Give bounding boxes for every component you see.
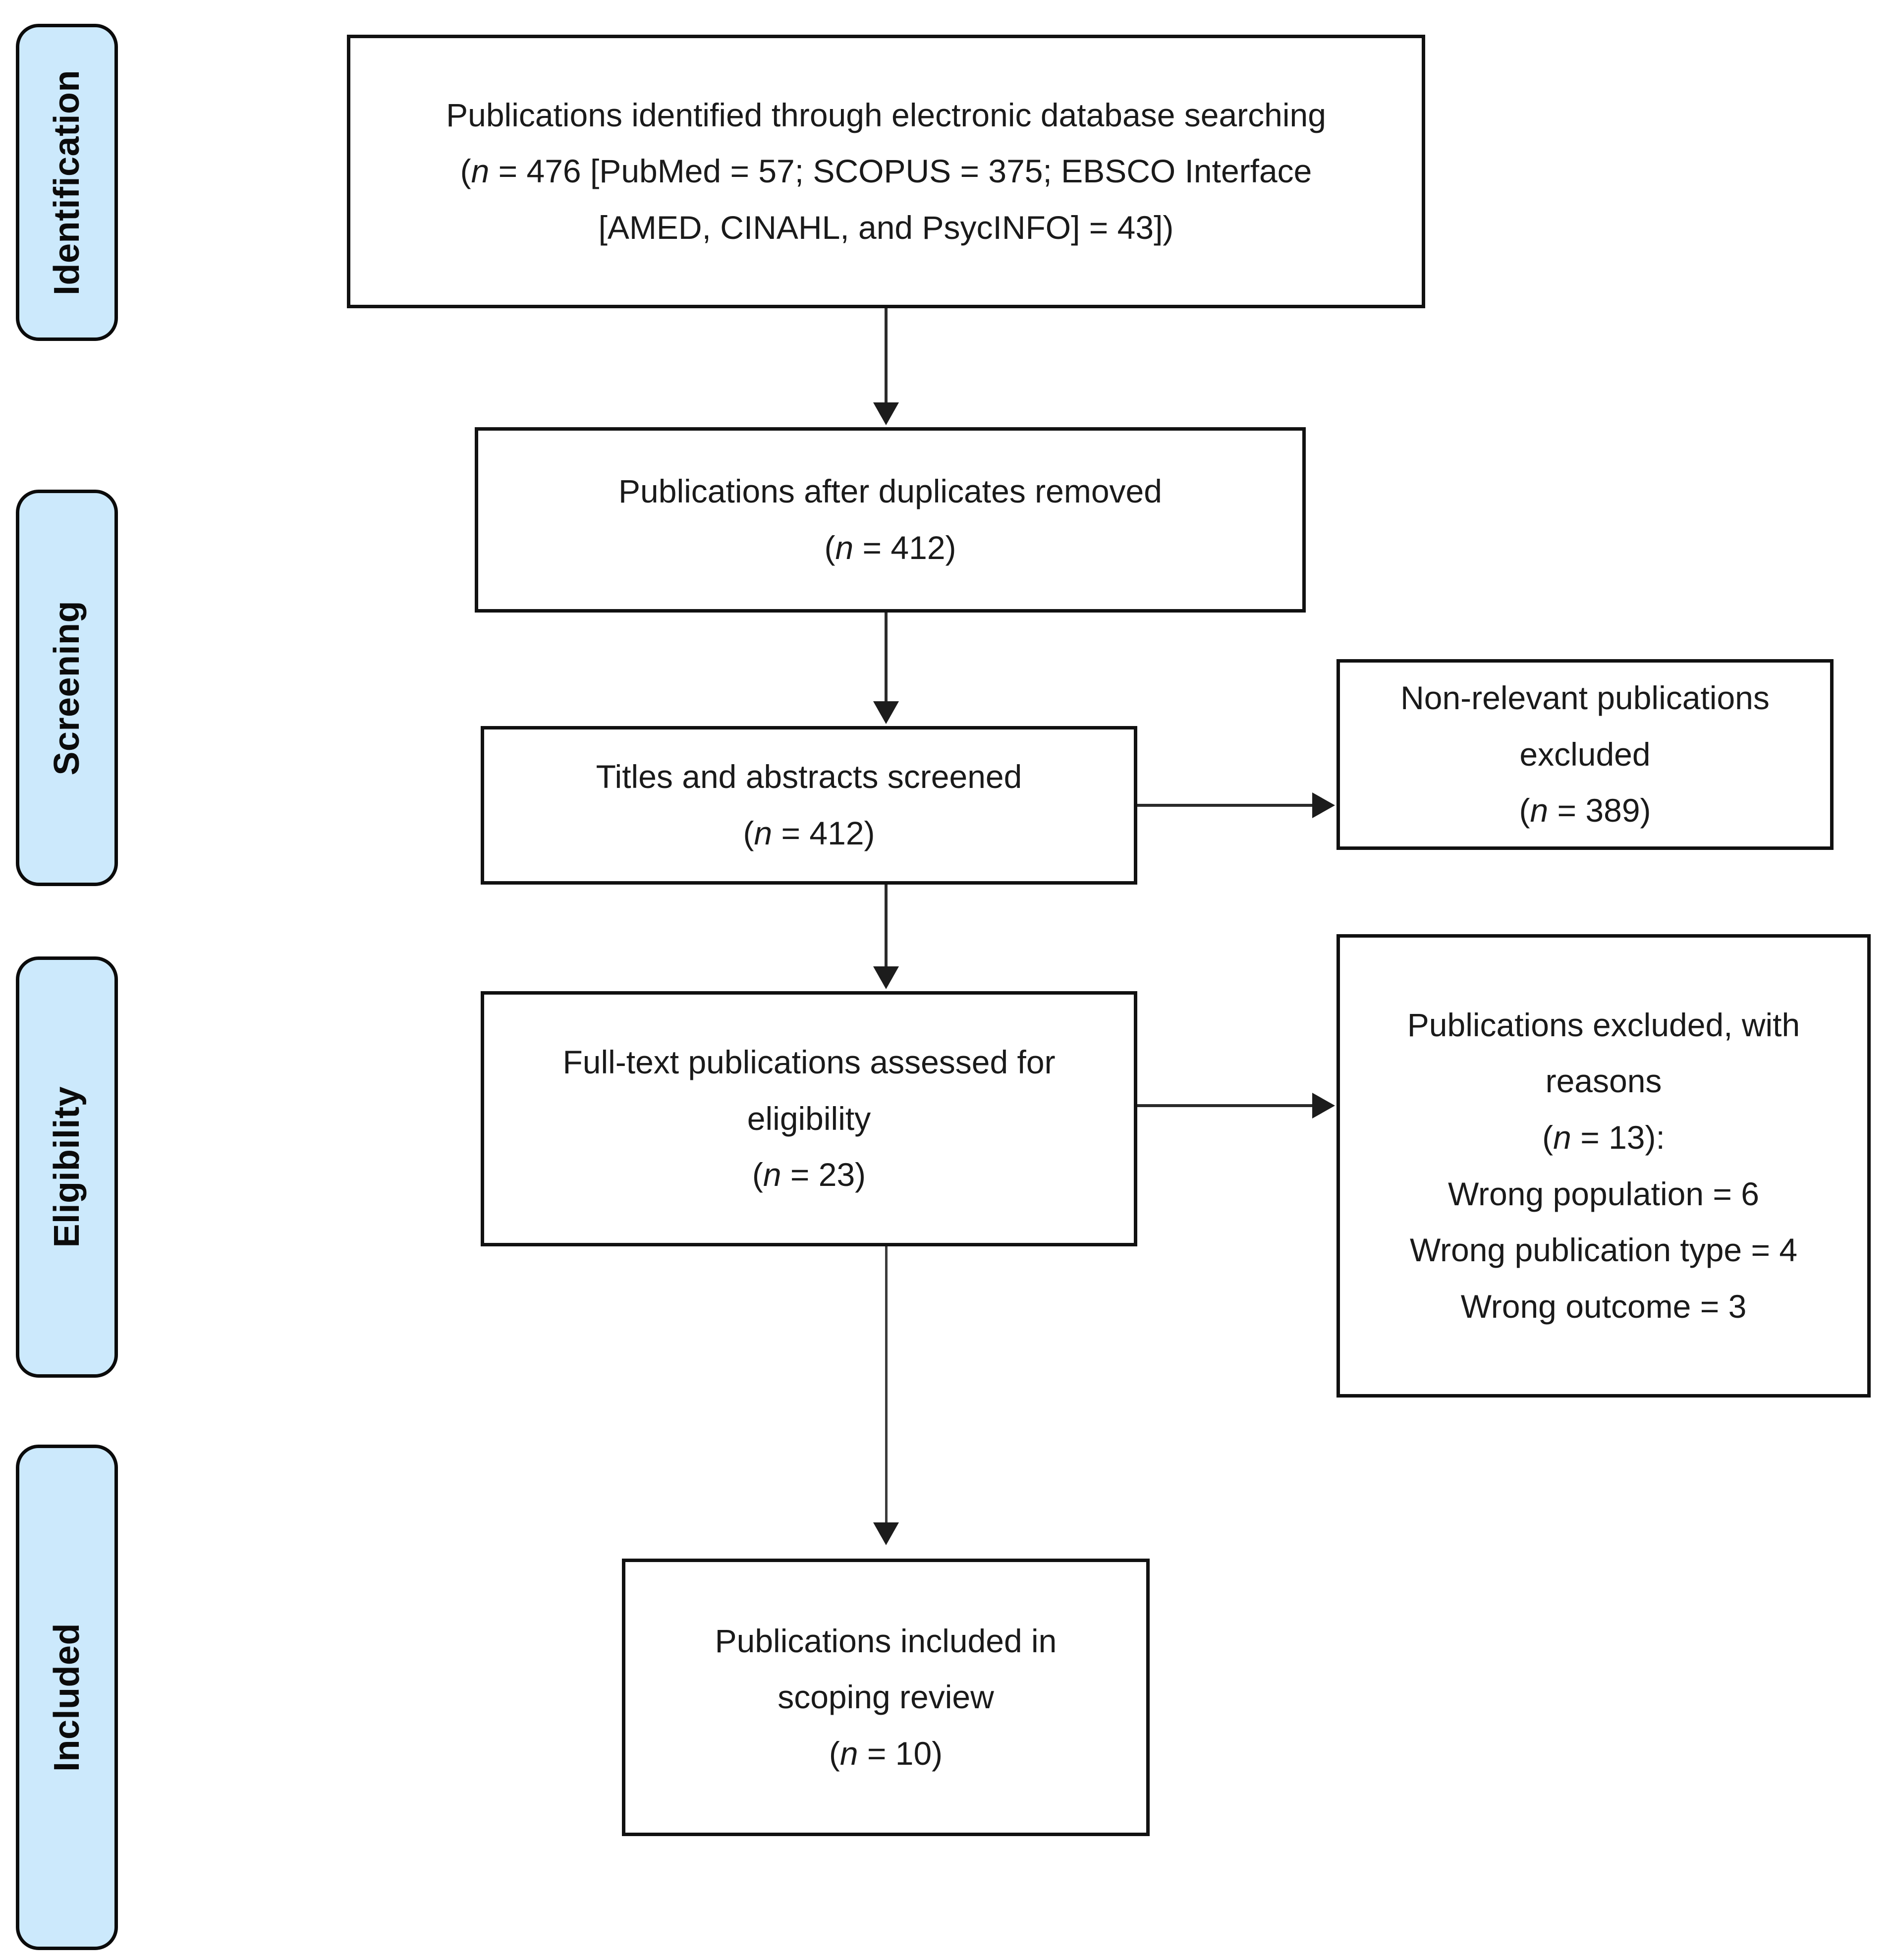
identified-counts: = 476 [PubMed = 57; SCOPUS = 375; EBSCO … [489, 153, 1312, 190]
box-duplicates-count: (n = 412) [824, 520, 956, 576]
nonrelevant-n-value: = 389) [1548, 792, 1651, 829]
excluded-n-value: = 13): [1571, 1119, 1665, 1156]
box-included-in-scoping-review: Publications included in scoping review … [622, 1559, 1150, 1836]
box-included-line-2: scoping review [778, 1679, 994, 1716]
box-nonrelevant-line-2: excluded [1519, 735, 1651, 773]
stage-bar-screening: Screening [16, 490, 118, 886]
box-excluded-with-reasons: Publications excluded, with reasons (n =… [1336, 934, 1871, 1398]
excluded-reason-wrong-population: Wrong population = 6 [1447, 1175, 1760, 1212]
box-nonrelevant-count: (n = 389) [1519, 783, 1651, 839]
arrowhead-screened-to-nonrelevant [1312, 792, 1335, 818]
excluded-reason-wrong-outcome: Wrong outcome = 3 [1460, 1288, 1747, 1325]
box-excluded-reasons-line-2: reasons [1545, 1063, 1662, 1100]
box-publications-identified: Publications identified through electron… [347, 35, 1425, 308]
connector-screened-to-nonrelevant [1137, 804, 1313, 807]
arrowhead-duplicates-to-screened [873, 701, 899, 724]
box-fulltext-line-2: eligibility [747, 1100, 871, 1137]
duplicates-n-value: = 412) [853, 529, 956, 566]
included-paren-open: ( [829, 1735, 840, 1772]
screened-n-symbol: n [754, 815, 773, 851]
box-titles-abstracts-screened: Titles and abstracts screened (n = 412) [481, 726, 1137, 885]
box-fulltext-assessed: Full-text publications assessed for elig… [481, 991, 1137, 1246]
box-screened-line-1: Titles and abstracts screened [596, 758, 1022, 795]
box-fulltext-count: (n = 23) [752, 1147, 866, 1203]
stage-label-included: Included [47, 1623, 87, 1772]
identified-n-symbol: n [471, 153, 490, 190]
included-n-value: = 10) [858, 1735, 943, 1772]
nonrelevant-paren-open: ( [1519, 792, 1530, 829]
included-n-symbol: n [839, 1735, 858, 1772]
box-nonrelevant-line-1: Non-relevant publications [1400, 679, 1770, 717]
box-fulltext-line-1: Full-text publications assessed for [562, 1044, 1056, 1081]
nonrelevant-n-symbol: n [1530, 792, 1549, 829]
box-included-line-1: Publications included in [715, 1622, 1057, 1659]
connector-identified-to-duplicates [885, 308, 888, 405]
box-identified-line-3: [AMED, CINAHL, and PsycINFO] = 43]) [598, 209, 1174, 246]
stage-bar-identification: Identification [16, 24, 118, 341]
box-excluded-reasons-count: (n = 13): [1542, 1110, 1665, 1166]
stage-label-identification: Identification [47, 69, 87, 295]
screened-paren-open: ( [743, 815, 754, 851]
box-after-duplicates-removed: Publications after duplicates removed (n… [475, 427, 1306, 613]
connector-duplicates-to-screened [885, 613, 888, 704]
excluded-paren-open: ( [1542, 1119, 1554, 1156]
box-identified-line-1: Publications identified through electron… [446, 96, 1326, 133]
stage-bar-included: Included [16, 1445, 118, 1950]
duplicates-n-symbol: n [835, 529, 854, 566]
connector-screened-to-fulltext [885, 885, 888, 969]
fulltext-paren-open: ( [752, 1156, 763, 1193]
fulltext-n-symbol: n [763, 1156, 781, 1193]
identified-paren-open: ( [460, 153, 471, 190]
duplicates-paren-open: ( [824, 529, 835, 566]
fulltext-n-value: = 23) [781, 1156, 866, 1193]
box-screened-count: (n = 412) [743, 805, 875, 862]
arrowhead-identified-to-duplicates [873, 402, 899, 425]
box-identified-line-2: (n = 476 [PubMed = 57; SCOPUS = 375; EBS… [460, 143, 1312, 200]
box-included-count: (n = 10) [829, 1726, 943, 1782]
stage-label-eligibility: Eligibility [47, 1086, 87, 1248]
stage-label-screening: Screening [47, 600, 87, 776]
box-duplicates-line-1: Publications after duplicates removed [618, 473, 1162, 510]
stage-bar-eligibility: Eligibility [16, 956, 118, 1378]
connector-fulltext-to-included [885, 1246, 888, 1526]
arrowhead-fulltext-to-excluded-reasons [1312, 1093, 1335, 1119]
connector-fulltext-to-excluded-reasons [1137, 1104, 1313, 1107]
box-excluded-reasons-line-1: Publications excluded, with [1407, 1006, 1800, 1043]
excluded-reason-wrong-publication-type: Wrong publication type = 4 [1409, 1232, 1798, 1269]
arrowhead-fulltext-to-included [873, 1522, 899, 1545]
excluded-n-symbol: n [1553, 1119, 1571, 1156]
arrowhead-screened-to-fulltext [873, 966, 899, 989]
box-non-relevant-excluded: Non-relevant publications excluded (n = … [1336, 659, 1834, 850]
screened-n-value: = 412) [772, 815, 875, 851]
